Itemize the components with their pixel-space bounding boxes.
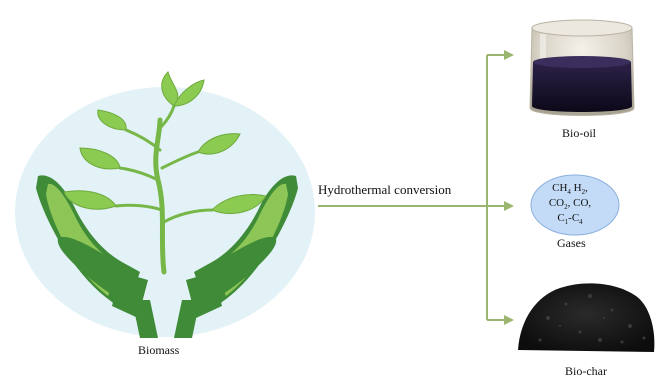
- bio-oil-jar-photo: [520, 10, 644, 122]
- gas-composition-line-3: C1-C4: [530, 212, 610, 229]
- arrow-head-bio-char: [504, 315, 514, 325]
- arrow-head-bio-oil: [504, 50, 514, 60]
- process-label: Hydrothermal conversion: [318, 182, 451, 198]
- arrow-head-gases: [504, 201, 514, 211]
- biomass-label: Biomass: [138, 343, 179, 358]
- bio-char-label: Bio-char: [565, 364, 607, 379]
- gases-label: Gases: [557, 236, 586, 251]
- arrow-heads: [504, 50, 514, 325]
- biomass-illustration: [15, 72, 315, 338]
- bio-oil-label: Bio-oil: [562, 126, 596, 141]
- bio-char-pile-photo: [518, 283, 654, 352]
